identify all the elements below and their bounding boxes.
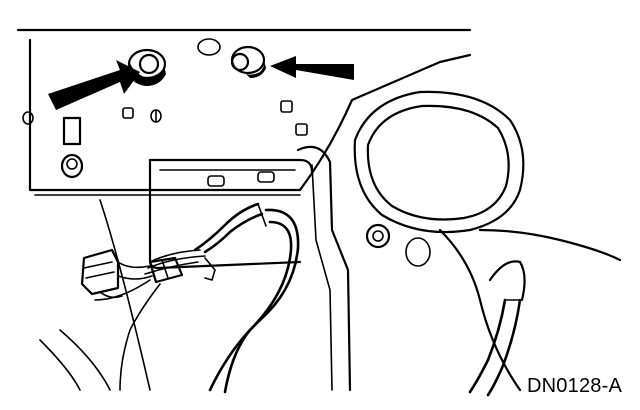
electrical-connector	[80, 248, 184, 299]
speaker-opening	[353, 90, 622, 397]
wiring-harness	[94, 202, 300, 394]
mounting-grommet-left	[127, 48, 167, 86]
pointer-arrow-left	[48, 60, 140, 110]
door-inner-panel	[22, 38, 472, 392]
mounting-grommet-right	[230, 45, 266, 78]
pointer-arrow-right	[270, 56, 354, 80]
figure-caption: DN0128-A	[527, 375, 622, 397]
